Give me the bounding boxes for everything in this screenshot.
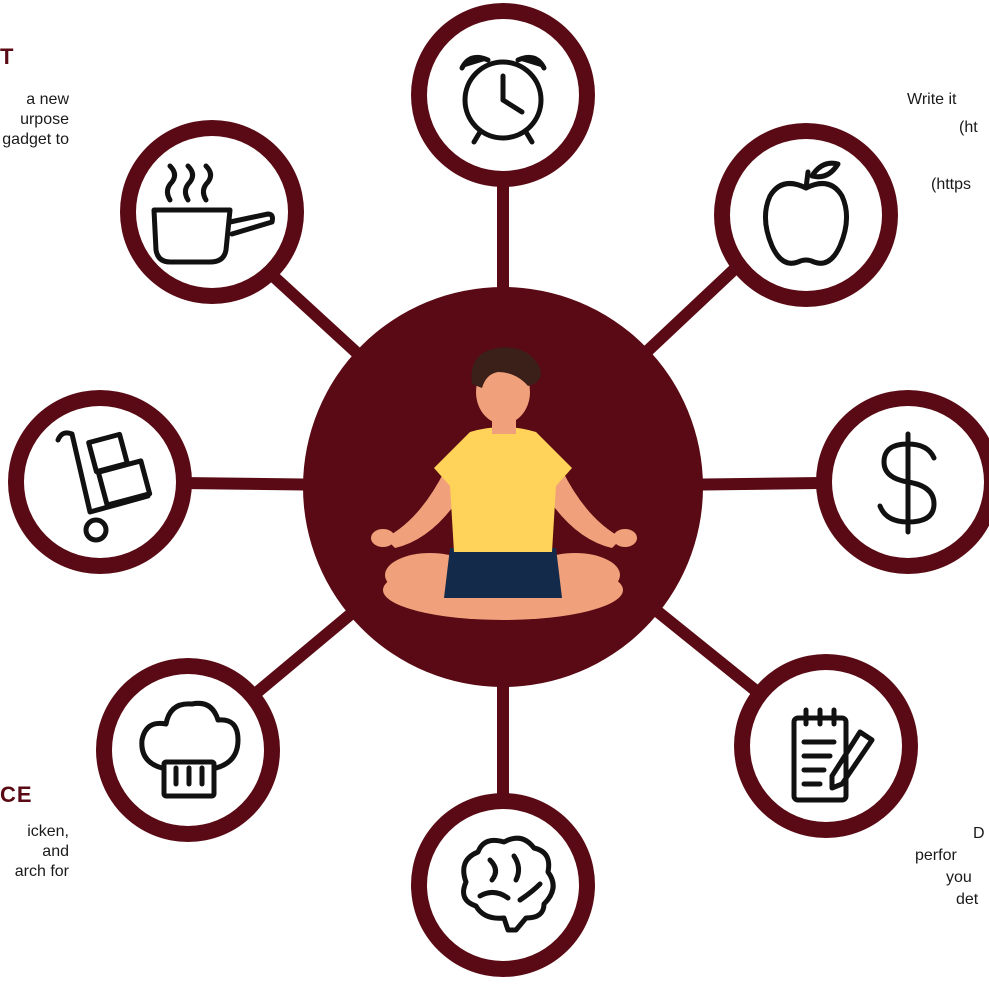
left-bottom-line-3: arch for [14, 863, 69, 880]
right-top-line-3: (https [931, 176, 972, 193]
notepad-node [734, 654, 918, 838]
left-top-line-3: gadget to [2, 131, 69, 148]
cooking-pan-steam-icon [151, 163, 275, 265]
dollar-sign-icon [877, 431, 937, 535]
right-top-line-1: Write it [907, 91, 957, 108]
left-bottom-line-1: icken, [27, 823, 69, 840]
left-bottom-heading: CE [0, 782, 33, 807]
meditating-person-icon [371, 347, 637, 620]
apple-node [714, 123, 898, 307]
right-bottom-line-3: you [946, 869, 972, 886]
chef-hat-node [96, 658, 280, 842]
right-bottom-line-4: det [956, 891, 979, 908]
alarm-clock-icon [459, 54, 547, 145]
left-top-line-1: a new [26, 91, 69, 108]
left-top-heading: T [0, 44, 15, 69]
hand-truck-boxes-icon [55, 430, 153, 543]
chef-hat-icon [139, 700, 241, 799]
apple-icon [763, 160, 849, 266]
left-bottom-line-2: and [42, 843, 69, 860]
brain-node [411, 793, 595, 977]
notepad-pencil-icon [791, 707, 875, 803]
right-top-line-2: (ht [959, 119, 978, 136]
left-top-line-2: urpose [20, 111, 69, 128]
right-bottom-line-2: perfor [915, 847, 957, 864]
right-bottom-line-1: D [973, 825, 985, 842]
brain-icon [461, 835, 556, 933]
